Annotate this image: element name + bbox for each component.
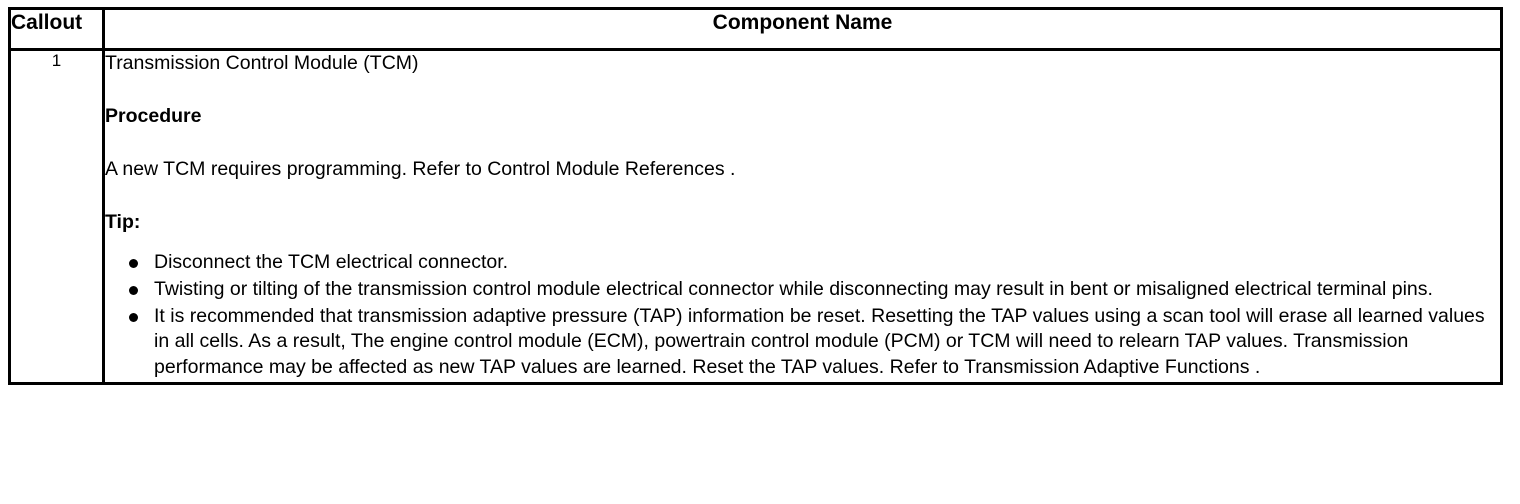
list-item: It is recommended that transmission adap… [105,304,1500,382]
spacer-after-procedure-text [105,183,1500,210]
list-item: Disconnect the TCM electrical connector. [105,250,1500,276]
column-header-component-name: Component Name [102,7,1503,51]
bullet-icon [129,258,138,268]
list-item-text: Disconnect the TCM electrical connector. [154,250,509,273]
column-header-callout: Callout [8,7,105,51]
spacer-after-title [105,77,1500,104]
table-header-row: Callout Component Name [8,7,1503,51]
tip-heading: Tip: [105,210,141,233]
procedure-text: A new TCM requires programming. Refer to… [105,157,736,180]
table-row: 1 Transmission Control Module (TCM) Proc… [8,47,1503,386]
list-item: Twisting or tilting of the transmission … [105,277,1500,303]
table-body: 1 Transmission Control Module (TCM) Proc… [8,47,1503,386]
list-item-text: Twisting or tilting of the transmission … [154,277,1433,300]
component-title: Transmission Control Module (TCM) [105,52,419,74]
table-header: Callout Component Name [8,7,1503,51]
list-item-text: It is recommended that transmission adap… [154,304,1485,379]
procedure-heading: Procedure [105,104,202,127]
bullet-icon [129,312,138,322]
callout-number-cell: 1 [8,47,105,386]
component-table: Callout Component Name 1 Transmission Co… [8,7,1503,386]
component-content-cell: Transmission Control Module (TCM) Proced… [102,47,1503,386]
bullet-icon [129,285,138,295]
spacer-after-procedure-heading [105,130,1500,157]
tip-list: Disconnect the TCM electrical connector.… [105,250,1500,382]
